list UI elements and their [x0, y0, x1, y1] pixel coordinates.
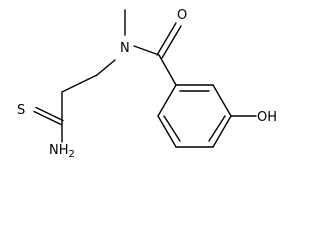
- ring-bond-6: [157, 84, 177, 117]
- molecule-structure: S NH2 N O OH: [17, 8, 277, 157]
- atom-amine-label: NH2: [49, 143, 75, 157]
- bond-cs-double-a: [35, 106, 64, 122]
- bond-co-double-a: [156, 22, 177, 56]
- atom-sulfur-label: S: [17, 103, 25, 118]
- atom-labels: S NH2 N O OH: [17, 8, 277, 157]
- ring-inner-bond-3: [163, 115, 181, 142]
- bond-co-double-b: [161, 25, 182, 59]
- ring-inner-bond-2: [208, 115, 226, 142]
- atom-nitrogen-label: N: [120, 41, 130, 56]
- ring-bond-5: [157, 115, 177, 148]
- bond-ch2-n: [96, 59, 116, 76]
- atom-hydroxyl-label: OH: [257, 110, 277, 125]
- bond-cs-double-b: [33, 110, 62, 126]
- atom-oxygen-label: O: [177, 8, 187, 23]
- ring-bond-3: [212, 115, 232, 148]
- bonds: [33, 9, 257, 148]
- bond-carbonyl-ring: [158, 54, 177, 86]
- bond-ch2-ch2: [61, 74, 98, 93]
- ring-bond-2: [212, 84, 232, 117]
- bond-n-carbonyl: [133, 45, 160, 56]
